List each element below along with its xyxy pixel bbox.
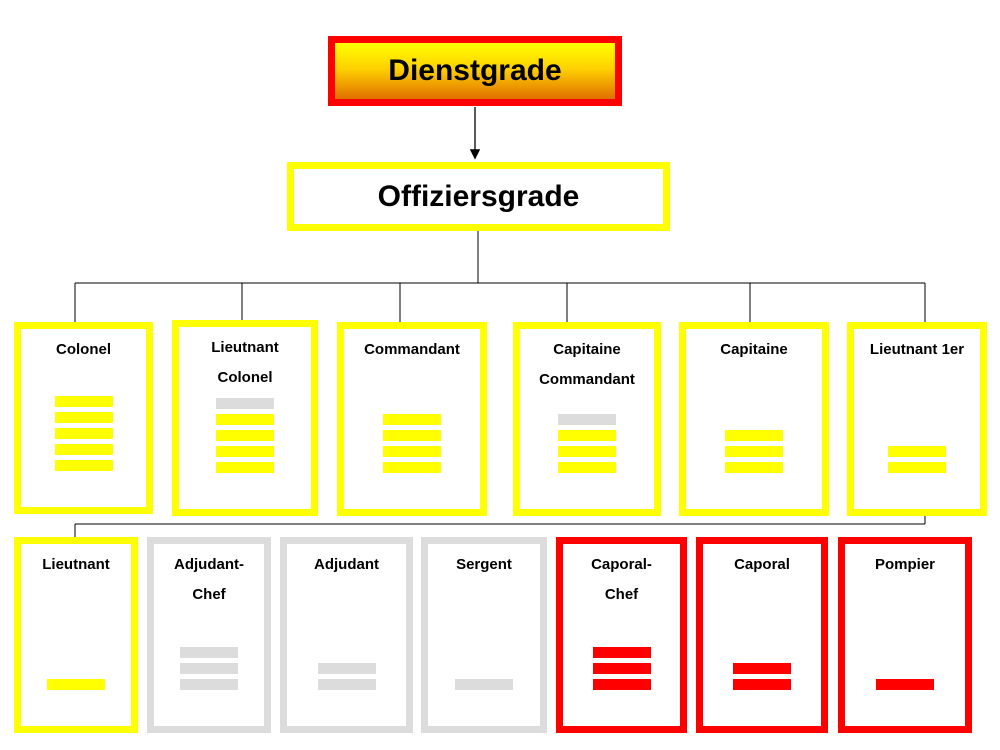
insignia-stripe	[383, 414, 441, 425]
category-box-offiziersgrade: Offiziersgrade	[287, 162, 670, 231]
insignia-stripe	[455, 679, 513, 690]
rank-label-line1: Commandant	[364, 341, 460, 358]
rank-label: Adjudant	[287, 550, 406, 580]
insignia-stripe	[317, 663, 376, 674]
insignia-stripe	[54, 428, 113, 439]
rank-box: Caporal- Chef	[556, 537, 687, 733]
rank-box: Sergent	[421, 537, 547, 733]
rank-label-line1: Adjudant	[314, 556, 379, 573]
rank-label-line1: Caporal	[734, 556, 790, 573]
insignia-stripe	[888, 446, 946, 457]
rank-box: Adjudant	[280, 537, 413, 733]
rank-label-line2: Chef	[604, 586, 639, 603]
insignia-stripe	[558, 462, 616, 473]
insignia-stripes	[854, 446, 980, 473]
insignia-stripe	[383, 462, 441, 473]
insignia-stripe	[733, 679, 791, 690]
rank-label: Lieutnant	[21, 550, 131, 580]
insignia-stripe	[47, 679, 105, 690]
rank-label-line1: Sergent	[456, 556, 512, 573]
insignia-stripe	[216, 414, 274, 425]
rank-box: Pompier	[838, 537, 972, 733]
rank-label: Pompier	[845, 550, 965, 580]
rank-label: Sergent	[428, 550, 540, 580]
rank-label-line1: Caporal-	[591, 556, 652, 573]
rank-label-line1: Capitaine	[720, 341, 788, 358]
insignia-stripes	[344, 414, 480, 473]
insignia-stripes	[21, 679, 131, 690]
insignia-stripe	[216, 462, 274, 473]
rank-label-line2: Chef	[192, 586, 226, 603]
rank-label: Adjudant- Chef	[154, 550, 264, 610]
insignia-stripes	[520, 414, 654, 473]
rank-label-line1: Lieutnant 1er	[869, 341, 965, 358]
title-box-dienstgrade: Dienstgrade	[328, 36, 622, 106]
insignia-stripe	[733, 663, 791, 674]
rank-label-line2: Colonel	[217, 369, 273, 386]
insignia-stripes	[563, 647, 680, 690]
insignia-stripe	[216, 430, 274, 441]
insignia-stripes	[428, 679, 540, 690]
insignia-stripe	[54, 396, 113, 407]
insignia-stripe	[725, 446, 783, 457]
insignia-stripe	[180, 663, 238, 674]
rank-box: Adjudant- Chef	[147, 537, 271, 733]
insignia-stripe	[317, 679, 376, 690]
rank-box: Lieutnant 1er	[847, 322, 987, 516]
rank-box: Lieutnant	[14, 537, 138, 733]
rank-label-line1: Adjudant-	[174, 556, 244, 573]
title-label: Dienstgrade	[388, 54, 562, 87]
insignia-stripe	[54, 412, 113, 423]
insignia-stripes	[154, 647, 264, 690]
insignia-stripes	[845, 679, 965, 690]
rank-label: Commandant	[344, 335, 480, 365]
insignia-stripe	[383, 430, 441, 441]
insignia-stripe	[725, 430, 783, 441]
insignia-stripe	[558, 430, 616, 441]
rank-label-line1: Lieutnant	[211, 339, 279, 356]
insignia-stripes	[179, 398, 311, 473]
rank-label: Lieutnant 1er	[854, 335, 980, 365]
rank-box: Capitaine	[679, 322, 829, 516]
insignia-stripe	[216, 398, 274, 409]
rank-label-line1: Lieutnant	[42, 556, 110, 573]
rank-box: Colonel	[14, 322, 153, 514]
insignia-stripe	[54, 444, 113, 455]
rank-box: Commandant	[337, 322, 487, 516]
insignia-stripes	[703, 663, 821, 690]
insignia-stripes	[287, 663, 406, 690]
rank-label-line2: Commandant	[539, 371, 635, 388]
rank-box: Caporal	[696, 537, 828, 733]
insignia-stripe	[592, 663, 651, 674]
insignia-stripe	[888, 462, 946, 473]
insignia-stripe	[725, 462, 783, 473]
rank-label-line1: Pompier	[874, 556, 935, 573]
insignia-stripe	[180, 647, 238, 658]
rank-label-line1: Colonel	[56, 341, 111, 358]
rank-label: Capitaine	[686, 335, 822, 365]
rank-label: Caporal- Chef	[563, 550, 680, 610]
insignia-stripes	[686, 430, 822, 473]
rank-label-line1: Capitaine	[553, 341, 621, 358]
insignia-stripe	[180, 679, 238, 690]
insignia-stripe	[592, 647, 651, 658]
insignia-stripe	[876, 679, 934, 690]
rank-label: Colonel	[21, 335, 146, 365]
insignia-stripe	[558, 446, 616, 457]
insignia-stripe	[383, 446, 441, 457]
insignia-stripes	[21, 396, 146, 471]
insignia-stripe	[216, 446, 274, 457]
insignia-stripe	[54, 460, 113, 471]
insignia-stripe	[558, 414, 616, 425]
rank-label: Caporal	[703, 550, 821, 580]
category-label: Offiziersgrade	[377, 179, 580, 213]
insignia-stripe	[592, 679, 651, 690]
